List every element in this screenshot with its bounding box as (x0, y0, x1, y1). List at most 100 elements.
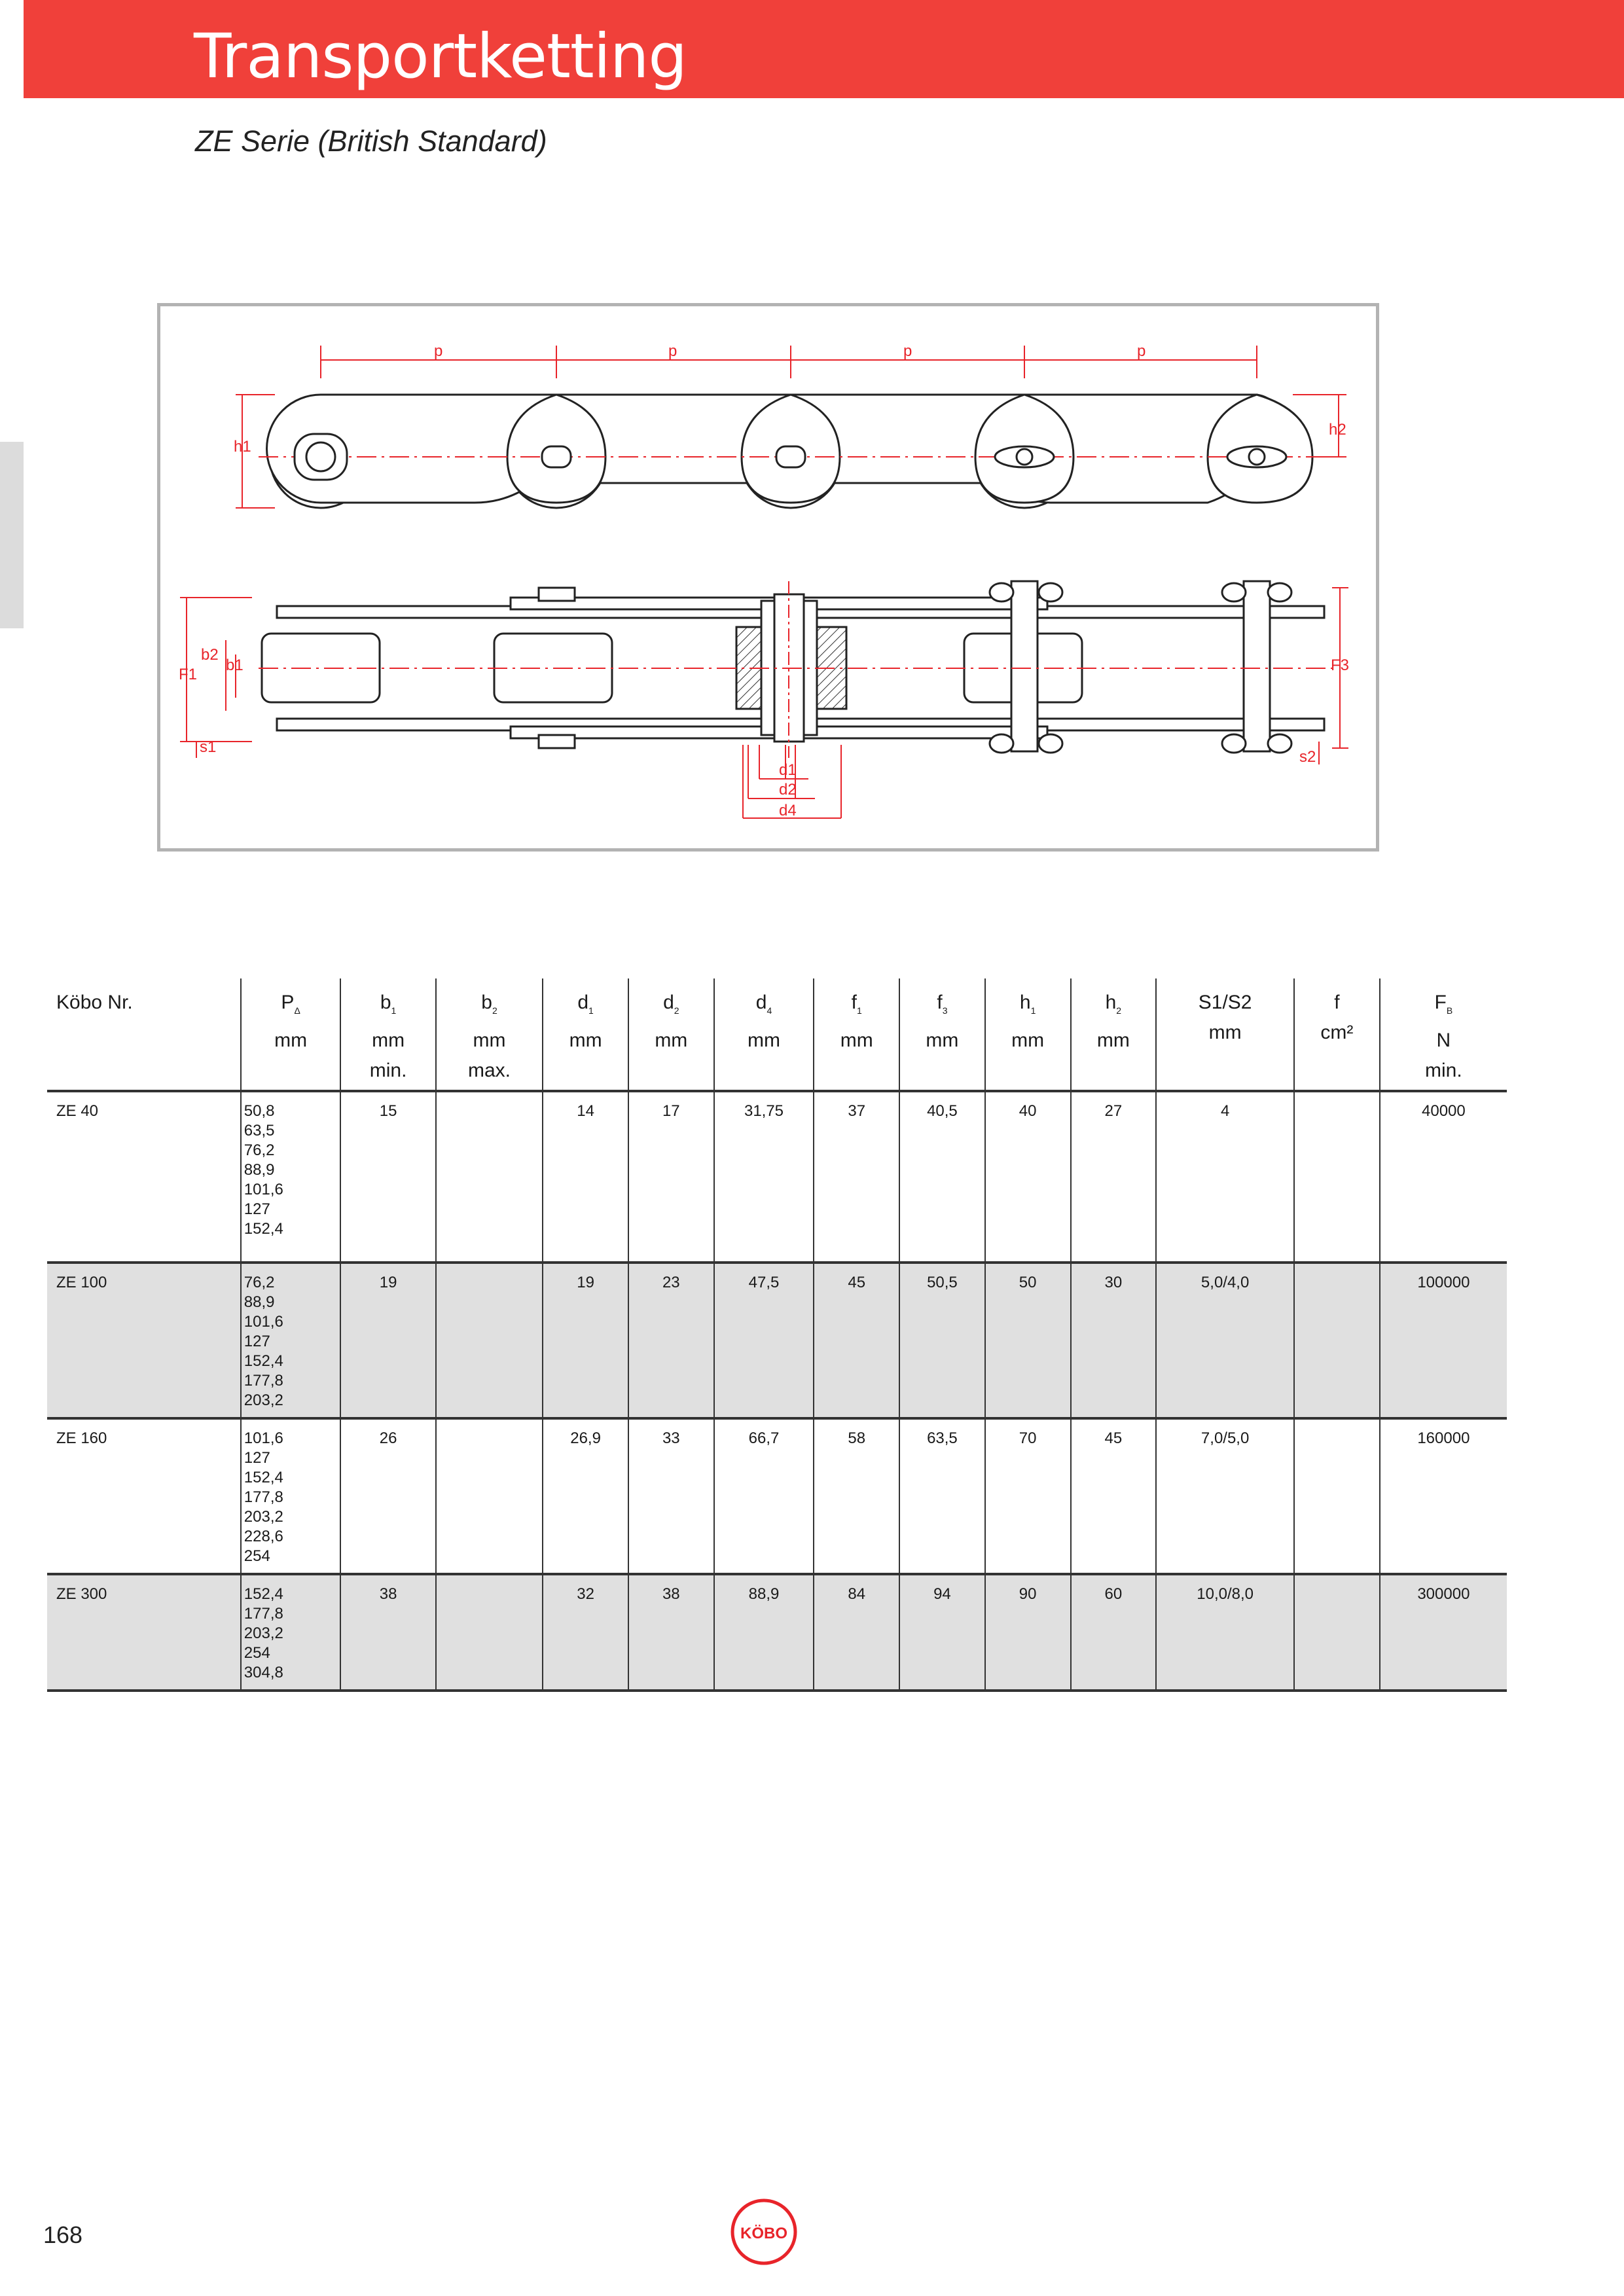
cell-kobo-nr: ZE 40 (47, 1091, 241, 1264)
cell-f1: 37 (813, 1091, 900, 1264)
dim-label-h1: h1 (234, 438, 251, 456)
chain-diagram: p p p p h1 h2 (157, 303, 1379, 852)
cell-pitch: 76,2 88,9 101,6 127 152,4 177,8 203,2 (240, 1263, 341, 1420)
cell-b2 (435, 1418, 543, 1575)
cell-h1: 50 (984, 1263, 1071, 1420)
cell-f3: 50,5 (899, 1263, 985, 1420)
cell-d2: 38 (627, 1574, 714, 1692)
header-bar (24, 0, 1624, 98)
cell-d4: 66,7 (713, 1418, 814, 1575)
table-row: ZE 160 101,6 127 152,4 177,8 203,2 228,6… (47, 1418, 1507, 1575)
cell-h2: 27 (1070, 1091, 1157, 1264)
cell-f (1293, 1418, 1380, 1575)
dim-label-d1: d1 (779, 761, 797, 779)
table-row: ZE 100 76,2 88,9 101,6 127 152,4 177,8 2… (47, 1263, 1507, 1420)
cell-b1: 15 (340, 1091, 436, 1264)
cell-f3: 63,5 (899, 1418, 985, 1575)
dim-label-p: p (1137, 342, 1146, 360)
cell-fb: 100000 (1379, 1263, 1507, 1420)
cell-d4: 47,5 (713, 1263, 814, 1420)
cell-h2: 30 (1070, 1263, 1157, 1420)
cell-b1: 26 (340, 1418, 436, 1575)
dim-label-p: p (903, 342, 912, 360)
dim-label-s1: s1 (200, 738, 216, 756)
cell-f3: 40,5 (899, 1091, 985, 1264)
dim-label-b2: b2 (201, 646, 219, 664)
page-subtitle: ZE Serie (British Standard) (195, 124, 547, 158)
cell-fb: 300000 (1379, 1574, 1507, 1692)
cell-pitch: 152,4 177,8 203,2 254 304,8 (240, 1574, 341, 1692)
cell-s1-s2: 10,0/8,0 (1155, 1574, 1295, 1692)
dim-label-f3: F3 (1331, 656, 1349, 674)
cell-kobo-nr: ZE 300 (47, 1574, 241, 1692)
kobo-logo: KÖBO (731, 2198, 797, 2265)
cell-s1-s2: 4 (1155, 1091, 1295, 1264)
cell-pitch: 101,6 127 152,4 177,8 203,2 228,6 254 (240, 1418, 341, 1575)
cell-b2 (435, 1574, 543, 1692)
cell-f (1293, 1263, 1380, 1420)
page-number: 168 (43, 2221, 83, 2248)
cell-pitch: 50,8 63,5 76,2 88,9 101,6 127 152,4 (240, 1091, 341, 1264)
cell-f (1293, 1091, 1380, 1264)
svg-text:KÖBO: KÖBO (740, 2225, 787, 2242)
table-row: ZE 300 152,4 177,8 203,2 254 304,8 38 32… (47, 1574, 1507, 1692)
dim-label-p: p (434, 342, 442, 360)
cell-h2: 45 (1070, 1418, 1157, 1575)
cell-d1: 19 (542, 1263, 628, 1420)
cell-h1: 90 (984, 1574, 1071, 1692)
cell-f1: 58 (813, 1418, 900, 1575)
table-row: ZE 40 50,8 63,5 76,2 88,9 101,6 127 152,… (47, 1091, 1507, 1264)
cell-d1: 26,9 (542, 1418, 628, 1575)
cell-d1: 14 (542, 1091, 628, 1264)
cell-h1: 70 (984, 1418, 1071, 1575)
cell-f3: 94 (899, 1574, 985, 1692)
cell-fb: 160000 (1379, 1418, 1507, 1575)
cell-d1: 32 (542, 1574, 628, 1692)
cell-s1-s2: 5,0/4,0 (1155, 1263, 1295, 1420)
dim-label-s2: s2 (1299, 748, 1316, 766)
cell-d2: 33 (627, 1418, 714, 1575)
cell-f1: 45 (813, 1263, 900, 1420)
cell-b2 (435, 1263, 543, 1420)
cell-f (1293, 1574, 1380, 1692)
dim-label-p: p (668, 342, 677, 360)
dim-label-d2: d2 (779, 781, 797, 798)
cell-kobo-nr: ZE 160 (47, 1418, 241, 1575)
cell-d4: 31,75 (713, 1091, 814, 1264)
cell-d2: 23 (627, 1263, 714, 1420)
cell-d4: 88,9 (713, 1574, 814, 1692)
dim-label-b1: b1 (226, 656, 244, 674)
cell-kobo-nr: ZE 100 (47, 1263, 241, 1420)
chain-drawing: p p p p h1 h2 (179, 342, 1349, 819)
cell-b2 (435, 1091, 543, 1264)
dim-label-d4: d4 (779, 802, 797, 819)
cell-h2: 60 (1070, 1574, 1157, 1692)
cell-h1: 40 (984, 1091, 1071, 1264)
page-title: Transportketting (194, 21, 687, 92)
col-header-kobo-nr: Köbo Nr. (47, 978, 241, 1092)
cell-f1: 84 (813, 1574, 900, 1692)
cell-fb: 40000 (1379, 1091, 1507, 1264)
cell-s1-s2: 7,0/5,0 (1155, 1418, 1295, 1575)
dim-label-h2: h2 (1329, 421, 1346, 439)
dim-label-f1: F1 (179, 666, 197, 683)
side-tab (0, 442, 24, 628)
cell-b1: 38 (340, 1574, 436, 1692)
cell-d2: 17 (627, 1091, 714, 1264)
cell-b1: 19 (340, 1263, 436, 1420)
